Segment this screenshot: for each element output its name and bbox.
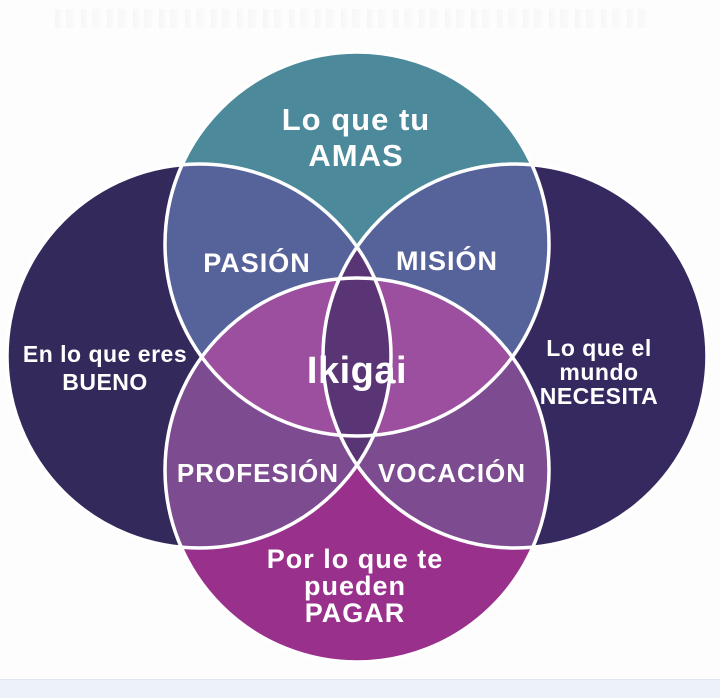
left-circle-outline: [5, 162, 393, 550]
vocation-label: VOCACIÓN: [378, 458, 526, 488]
right-circle-label-line1: Lo que el: [546, 335, 651, 361]
bottom-circle-label-line2: pueden: [304, 571, 406, 601]
amas-pagar-lens: [165, 278, 549, 436]
left-circle-label-line1: En lo que eres: [23, 341, 187, 367]
right-circle-label-line3: NECESITA: [540, 383, 659, 409]
profession-label: PROFESIÓN: [177, 458, 339, 488]
bottom-circle-outline: [163, 276, 551, 664]
bottom-circle-label-line1: Por lo que te: [267, 544, 444, 574]
ikigai-center-label: Ikigai: [307, 350, 407, 392]
top-circle-label-line2: AMAS: [308, 138, 403, 173]
right-circle-label-line2: mundo: [559, 359, 638, 385]
top-circle-outline: [163, 50, 551, 438]
bottom-circle-label-line3: PAGAR: [305, 598, 406, 628]
diagram-labels: Lo que tu AMAS PASIÓN MISIÓN En lo que e…: [23, 102, 658, 628]
right-circle-outline: [321, 162, 709, 550]
bottom-bar: [0, 679, 720, 698]
top-circle-label-line1: Lo que tu: [282, 102, 430, 137]
mission-label: MISIÓN: [396, 245, 498, 276]
passion-label: PASIÓN: [203, 247, 311, 278]
faint-watermark-text: [55, 9, 647, 28]
left-circle-label-line2: BUENO: [62, 369, 148, 395]
